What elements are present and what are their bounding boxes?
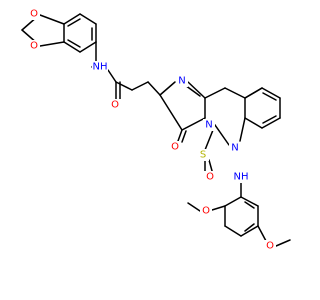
atom-dioxole-o-top: O [28,8,40,20]
amide1-nh-label: NH [93,62,108,73]
molecule-diagram: O O NH O N N N O [21,8,291,252]
atom-amide2-nh: NH [233,171,249,183]
bond-18 [115,81,133,91]
bond-8 [67,39,81,48]
bond-25 [159,94,183,131]
atom-amide1-o: O [109,99,121,111]
atom-thioether-s: S [197,149,209,161]
structure-svg: O O NH O N N N O [21,8,291,252]
bond-52 [244,201,255,209]
atom-methoxy-o-top: O [200,205,212,217]
amide2-o-label: O [206,172,214,183]
ring-n-top-label: N [178,76,185,87]
bond-40 [239,117,246,142]
bond-29 [204,87,226,99]
thioether-s-label: S [200,150,206,161]
amide2-nh-label: NH [234,172,249,183]
bond-20 [147,81,161,96]
bond-51 [240,196,259,207]
bond-55 [187,202,201,212]
bond-0 [63,13,81,25]
bond-46 [224,196,242,207]
bond-30 [224,87,246,99]
bond-37 [244,87,263,99]
bond-39 [262,115,277,124]
bond-6 [67,18,81,27]
dioxole-o-bottom-label: O [30,41,38,52]
dioxole-o-top-label: O [30,9,38,20]
atom-lactam-o: O [169,141,181,153]
bond-41 [214,124,230,146]
bond-38 [262,92,277,101]
amide1-o-label: O [111,100,119,111]
methoxy-o-top-label: O [202,206,210,217]
atom-amide1-nh: NH [92,61,108,73]
bond-49 [240,225,259,237]
bond-28 [181,130,187,143]
atom-amide2-o: O [204,171,216,183]
atom-ring-n-quinaz: N [229,142,241,154]
atom-methoxy-o-right: O [264,240,276,252]
bond-21 [159,81,176,96]
atom-ring-n-bridge: N [203,119,215,131]
ring-n-quinaz-label: N [231,143,238,154]
bond-19 [131,81,149,91]
bond-3 [79,41,97,53]
lactam-o-label: O [171,142,179,153]
bond-15 [107,69,117,83]
methoxy-o-right-label: O [266,241,274,252]
bond-9 [39,14,65,25]
bond-24 [181,117,206,131]
bond-27 [177,129,183,142]
bond-10 [39,41,65,47]
bond-53 [244,223,255,232]
bond-48 [224,225,242,237]
bond-layer [21,13,291,247]
bond-33 [261,87,281,99]
bond-56 [257,225,267,242]
bond-54 [211,205,226,211]
bond-1 [79,13,97,25]
bond-4 [63,41,81,53]
bond-35 [261,117,281,129]
bond-36 [244,117,263,129]
atom-dioxole-o-bottom: O [28,40,40,52]
bond-22 [187,81,206,99]
atom-ring-n-top: N [176,75,188,87]
atom-label-layer: O O NH O N N N O [28,8,276,252]
ring-n-bridge-label: N [205,120,212,131]
bond-57 [275,239,291,247]
